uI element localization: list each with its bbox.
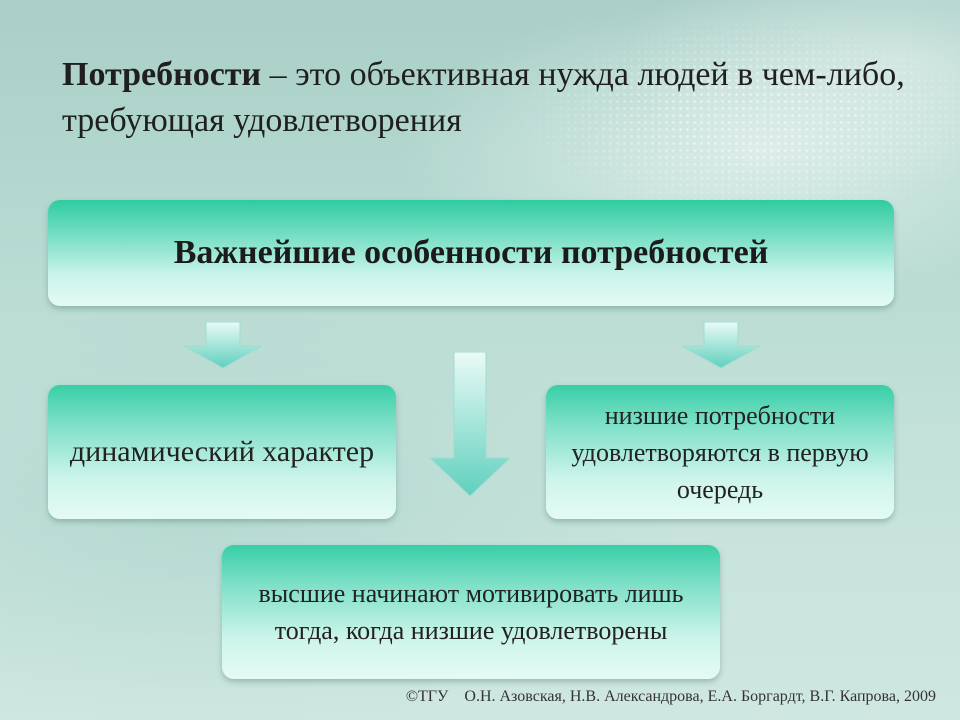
dynamic-character-box: динамический характер bbox=[48, 385, 396, 519]
lower-needs-label: низшие потребности удовлетворяются в пер… bbox=[571, 400, 869, 504]
main-features-label: Важнейшие особенности потребностей bbox=[173, 234, 769, 271]
footer-authors: О.Н. Азовская, Н.В. Александрова, Е.А. Б… bbox=[464, 688, 936, 705]
dynamic-character-label: динамический характер bbox=[69, 435, 375, 468]
title-term: Потребности bbox=[62, 56, 262, 93]
lower-needs-box: низшие потребности удовлетворяются в пер… bbox=[546, 385, 894, 519]
footer: ©ТГУ О.Н. Азовская, Н.В. Александрова, Е.… bbox=[0, 688, 936, 706]
arrow-down-center-icon bbox=[430, 352, 510, 496]
title-definition: – это объективная нужда людей в чем-либо… bbox=[62, 56, 905, 139]
main-features-box: Важнейшие особенности потребностей bbox=[48, 200, 894, 306]
arrow-down-left-icon bbox=[184, 322, 262, 368]
footer-org: ©ТГУ bbox=[405, 688, 449, 705]
higher-needs-box: высшие начинают мотивировать лишь тогда,… bbox=[222, 545, 720, 679]
arrow-down-right-icon bbox=[682, 322, 760, 368]
slide-title: Потребности – это объективная нужда люде… bbox=[62, 52, 922, 144]
higher-needs-label: высшие начинают мотивировать лишь тогда,… bbox=[258, 579, 684, 645]
